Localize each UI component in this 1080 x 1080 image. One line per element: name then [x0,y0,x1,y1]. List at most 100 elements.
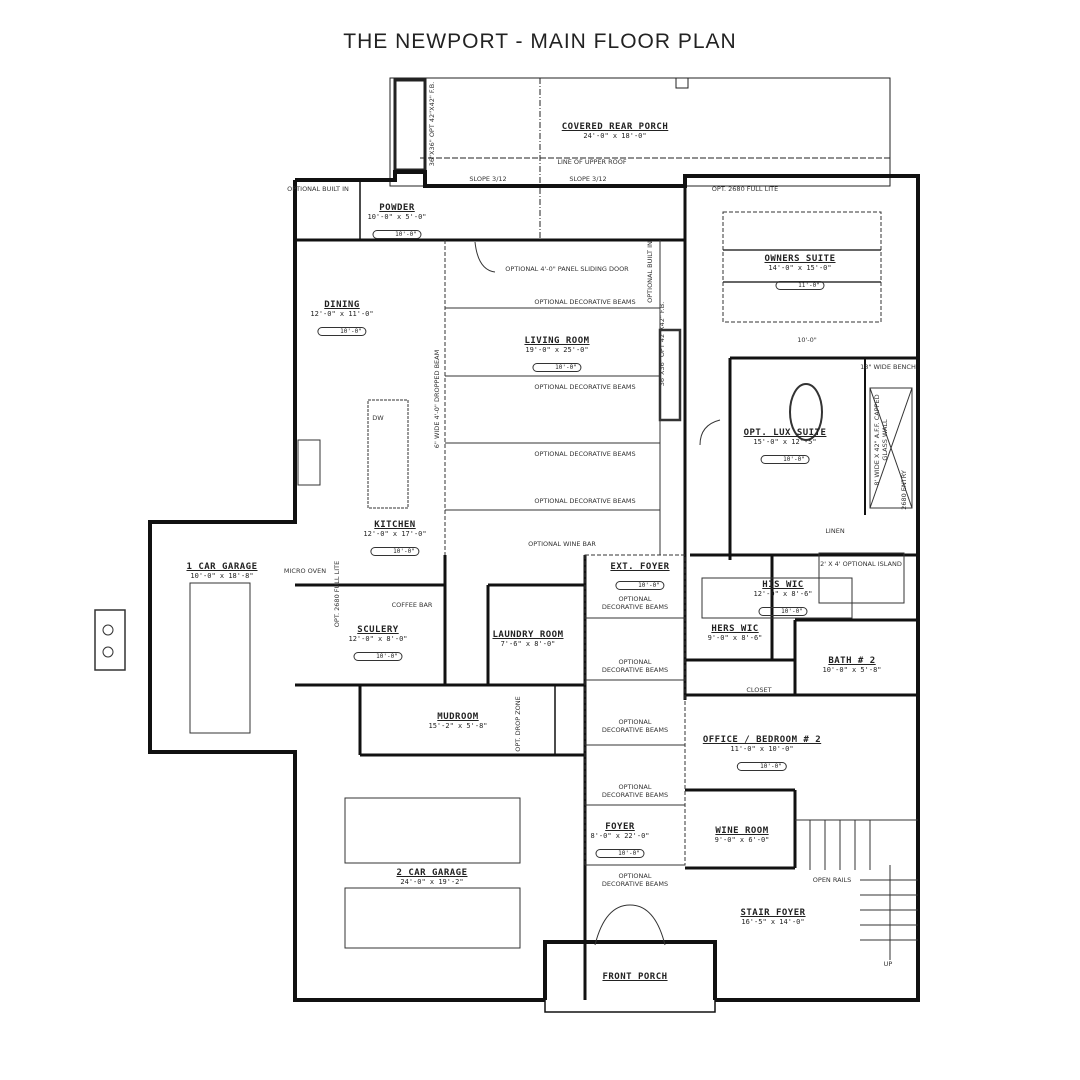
note-beams: OPTIONAL DECORATIVE BEAMS [601,718,669,734]
note-coffee-bar: COFFEE BAR [391,601,433,609]
room-dimensions: 12'-0" x 11'-0" [310,310,374,318]
room-name: STAIR FOYER [740,908,806,918]
room-dimensions: 16'-5" x 14'-0" [741,918,805,926]
room-name: LIVING ROOM [524,336,590,346]
room-name: FRONT PORCH [602,972,668,982]
rear-fireplace [393,78,427,172]
room-dimensions: 10'-0" x 5'-8" [822,666,882,674]
note-linen: LINEN [825,527,845,535]
note-wine-bar: OPTIONAL WINE BAR [528,540,596,548]
note-fireplace-living: 36"X36" OPT 42"X42" F.B. [658,301,666,387]
plan-title: THE NEWPORT - MAIN FLOOR PLAN [343,30,737,53]
note-slope-right: SLOPE 3/12 [569,175,607,183]
ceiling-height: 10'-0" [317,327,367,336]
room-name: COVERED REAR PORCH [561,122,669,132]
note-beams: OPTIONAL DECORATIVE BEAMS [534,298,636,306]
room-dimensions: 8'-0" x 22'-0" [590,832,650,840]
room-name: HIS WIC [762,580,804,590]
note-upper-roof: LINE OF UPPER ROOF [557,158,627,166]
ceiling-height: 11'-0" [775,281,825,290]
room-name: MUDROOM [437,712,479,722]
note-up: UP [883,960,893,968]
note-fireplace-rear: 36"X36" OPT 42"X42" F.B. [428,81,436,167]
ceiling-height: 10'-0" [615,581,665,590]
ceiling-height: 10'-0" [758,607,808,616]
note-beams: OPTIONAL DECORATIVE BEAMS [534,497,636,505]
ceiling-height: 10'-0" [372,230,422,239]
note-beams: OPTIONAL DECORATIVE BEAMS [534,383,636,391]
room-name: KITCHEN [374,520,416,530]
room-dimensions: 24'-0" x 18'-0" [583,132,647,140]
room-name: LAUNDRY ROOM [492,630,564,640]
room-dimensions: 24'-0" x 19'-2" [400,878,464,886]
room-name: 1 CAR GARAGE [186,562,258,572]
room-name: OFFICE / BEDROOM # 2 [702,735,822,745]
room-name: SCULERY [357,625,399,635]
ceiling-height: 10'-0" [353,652,403,661]
exterior-walls [148,170,920,1013]
note-owners-ceiling: 10'-0" [797,336,817,344]
room-dimensions: 10'-0" x 5'-0" [367,213,427,221]
room-name: DINING [324,300,360,310]
note-beams: OPTIONAL DECORATIVE BEAMS [534,450,636,458]
front-doors [594,904,666,946]
note-closet: CLOSET [746,686,772,694]
note-built-in-powder: OPTIONAL BUILT IN [287,185,349,193]
room-label: FRONT PORCH [602,972,667,982]
room-name: HERS WIC [711,624,759,634]
room-dimensions: 15'-2" x 5'-8" [428,722,488,730]
room-name: FOYER [605,822,635,832]
room-dimensions: 14'-0" x 15'-0" [768,264,832,272]
note-sliding-door: OPTIONAL 4'-0" PANEL SLIDING DOOR [505,265,629,273]
note-micro: MICRO OVEN [283,567,327,575]
note-beams: OPTIONAL DECORATIVE BEAMS [601,658,669,674]
room-dimensions: 9'-0" x 8'-6" [707,634,763,642]
note-dw: DW [372,414,384,422]
room-dimensions: 9'-0" x 6'-0" [714,836,770,844]
room-dimensions: 11'-0" x 10'-0" [730,745,794,753]
room-dimensions: 7'-6" x 8'-0" [500,640,556,648]
room-label: EXT. FOYER 10'-0" [610,562,669,591]
room-name: POWDER [379,203,415,213]
ceiling-height: 10'-0" [760,455,810,464]
room-name: BATH # 2 [828,656,876,666]
beams-and-fixtures [94,211,918,960]
note-slope-left: SLOPE 3/12 [469,175,507,183]
room-name: OWNERS SUITE [764,254,836,264]
room-dimensions: 12'-0" x 8'-0" [348,635,408,643]
ceiling-height: 10'-0" [532,363,582,372]
note-shower: 8' WIDE X 42" A.F.F. CAPPED GLASS WALL [873,394,889,486]
note-door-owners: OPT. 2680 FULL LITE [711,185,779,193]
note-beams: OPTIONAL DECORATIVE BEAMS [601,783,669,799]
note-entry: 2680 ENTRY [900,470,908,510]
note-built-in: OPTIONAL BUILT IN [646,241,654,303]
room-name: EXT. FOYER [610,562,670,572]
room-name: 2 CAR GARAGE [396,868,468,878]
room-dimensions: 12'-0" x 17'-0" [363,530,427,538]
room-dimensions: 12'-0" x 8'-6" [753,590,813,598]
note-beams: OPTIONAL DECORATIVE BEAMS [601,595,669,611]
note-island: 2' X 4' OPTIONAL ISLAND [820,560,902,568]
note-beams: OPTIONAL DECORATIVE BEAMS [601,872,669,888]
ceiling-height: 10'-0" [737,762,787,771]
note-open-rails: OPEN RAILS [812,876,852,884]
room-dimensions: 10'-0" x 18'-8" [190,572,254,580]
